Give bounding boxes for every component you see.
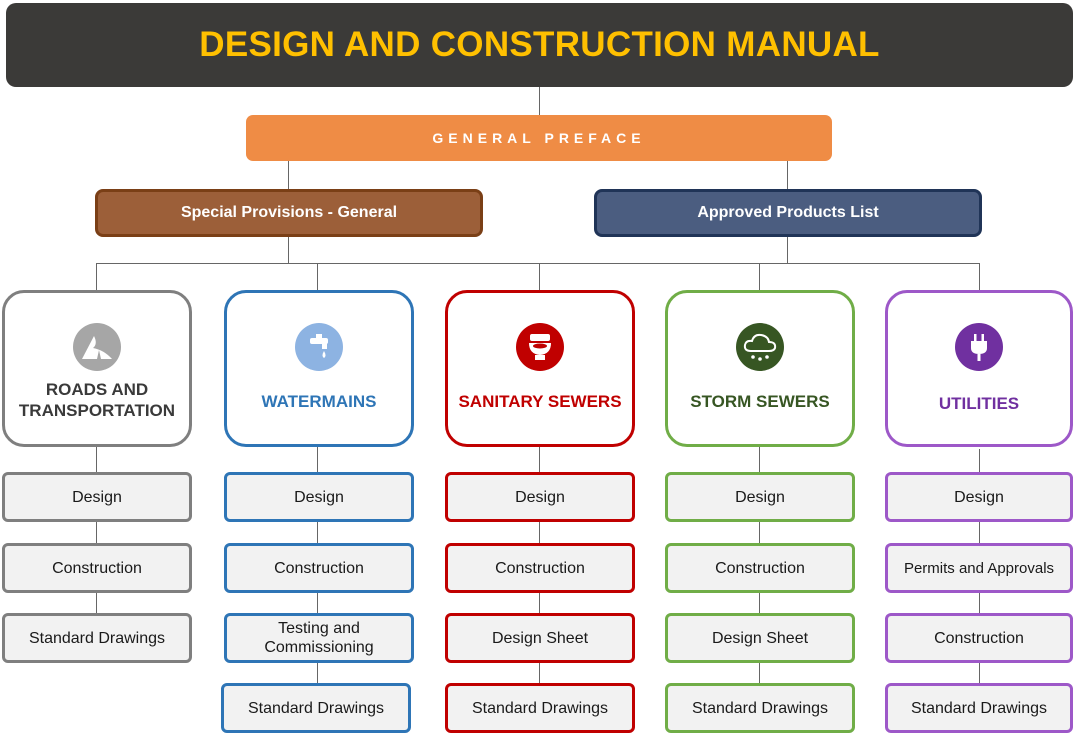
sanitary-design-item[interactable]: Design bbox=[445, 472, 635, 522]
sanitary-design-sheet-item[interactable]: Design Sheet bbox=[445, 613, 635, 663]
storm-design-item[interactable]: Design bbox=[665, 472, 855, 522]
watermains-design-item[interactable]: Design bbox=[224, 472, 414, 522]
utilities-standard-drawings-item[interactable]: Standard Drawings bbox=[885, 683, 1073, 733]
utilities-construction-item[interactable]: Construction bbox=[885, 613, 1073, 663]
sanitary-construction-item[interactable]: Construction bbox=[445, 543, 635, 593]
utilities-design-item[interactable]: Design bbox=[885, 472, 1073, 522]
storm-standard-drawings-item[interactable]: Standard Drawings bbox=[665, 683, 855, 733]
road-icon bbox=[73, 323, 121, 371]
watermains-header[interactable]: WATERMAINS bbox=[224, 290, 414, 447]
watermains-testing-item[interactable]: Testing and Commissioning bbox=[224, 613, 414, 663]
storm-design-sheet-item[interactable]: Design Sheet bbox=[665, 613, 855, 663]
watermains-standard-drawings-item[interactable]: Standard Drawings bbox=[221, 683, 411, 733]
header-label-line: TRANSPORTATION bbox=[18, 401, 176, 420]
watermains-construction-item[interactable]: Construction bbox=[224, 543, 414, 593]
header-label-line: ROADS AND bbox=[45, 380, 149, 399]
plug-icon bbox=[955, 323, 1003, 371]
manual-title: DESIGN AND CONSTRUCTION MANUAL bbox=[6, 3, 1073, 87]
rain-cloud-icon bbox=[736, 323, 784, 371]
roads-transportation-header[interactable]: ROADS AND TRANSPORTATION bbox=[2, 290, 192, 447]
header-label: STORM SEWERS bbox=[690, 392, 830, 411]
storm-construction-item[interactable]: Construction bbox=[665, 543, 855, 593]
sanitary-sewers-header[interactable]: SANITARY SEWERS bbox=[445, 290, 635, 447]
special-provisions-box[interactable]: Special Provisions - General bbox=[95, 189, 483, 237]
header-label: WATERMAINS bbox=[261, 392, 377, 411]
roads-design-item[interactable]: Design bbox=[2, 472, 192, 522]
storm-sewers-header[interactable]: STORM SEWERS bbox=[665, 290, 855, 447]
utilities-permits-item[interactable]: Permits and Approvals bbox=[885, 543, 1073, 593]
faucet-icon bbox=[295, 323, 343, 371]
general-preface-box[interactable]: GENERAL PREFACE bbox=[246, 115, 832, 161]
header-label: UTILITIES bbox=[938, 394, 1020, 413]
header-label: SANITARY SEWERS bbox=[458, 392, 622, 411]
utilities-header[interactable]: UTILITIES bbox=[885, 290, 1073, 447]
roads-construction-item[interactable]: Construction bbox=[2, 543, 192, 593]
toilet-icon bbox=[516, 323, 564, 371]
roads-standard-drawings-item[interactable]: Standard Drawings bbox=[2, 613, 192, 663]
approved-products-box[interactable]: Approved Products List bbox=[594, 189, 982, 237]
sanitary-standard-drawings-item[interactable]: Standard Drawings bbox=[445, 683, 635, 733]
